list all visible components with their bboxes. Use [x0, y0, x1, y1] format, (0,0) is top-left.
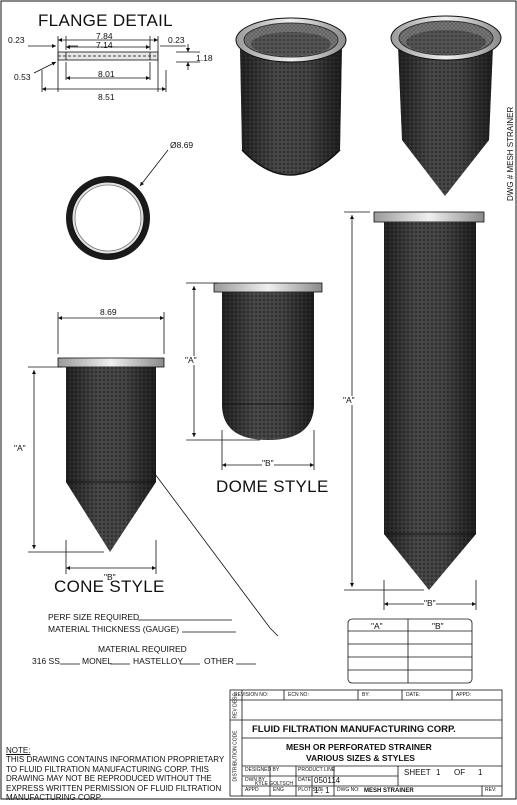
title-block-grid: [229, 689, 503, 797]
dim-ring-diameter: Ø8.69: [170, 140, 194, 150]
flange-detail-title: FLANGE DETAIL: [38, 11, 173, 30]
dim-cone-a: "A": [14, 443, 26, 453]
note-text: THIS DRAWING CONTAINS INFORMATION PROPRI…: [6, 755, 225, 802]
long-cone-drawing: [344, 211, 485, 610]
tb-designed-label: DESIGNED BY: [245, 767, 280, 773]
thickness-label: MATERIAL THICKNESS (GAUGE): [48, 624, 180, 634]
ring-top-view: [66, 149, 169, 260]
dim-top-outer: 7.84: [96, 31, 113, 41]
tb-title-line1: MESH OR PERFORATED STRAINER: [286, 742, 432, 752]
tb-drawn-label: DWN BY: [245, 777, 265, 783]
flange-detail-drawing: [28, 36, 200, 92]
material-option-316ss: 316 SS: [32, 656, 60, 666]
dim-overall: 8.51: [98, 92, 115, 102]
dim-dome-a: "A": [185, 355, 197, 365]
dim-height: 1.18: [196, 53, 213, 63]
perf-size-label: PERF SIZE REQUIRED: [48, 612, 140, 622]
iso-dome-strainer: [235, 17, 347, 176]
tb-revision-no: REVISION NO:: [234, 692, 269, 698]
material-option-monel: MONEL: [82, 656, 113, 666]
tb-company-name: FLUID FILTRATION MANUFACTURING CORP.: [252, 724, 456, 735]
tb-distribution-label: DISTRIBUTION CODE: [232, 730, 239, 782]
ab-table-header-b: "B": [432, 621, 444, 631]
cone-style-drawing: [28, 312, 279, 637]
dim-top-inner: 7.14: [96, 40, 113, 50]
tb-by: BY:: [362, 692, 370, 698]
dome-style-drawing: [186, 282, 323, 470]
side-dwg-label: DWG # MESH STRAINER: [506, 106, 515, 201]
dim-step: 0.53: [14, 72, 31, 82]
tb-scale-value: 1 : 1: [314, 786, 330, 795]
dim-long-b: "B": [424, 598, 436, 608]
tb-drawn-by: KYLE GOLTSCH: [255, 781, 293, 787]
tb-date-label: DATE: [298, 777, 311, 783]
dim-long-a: "A": [343, 395, 355, 405]
ab-table-header-a: "A": [371, 621, 383, 631]
iso-cone-strainer: [390, 15, 502, 196]
dim-dome-b: "B": [262, 458, 274, 468]
tb-ecn-no: ECN NO:: [288, 692, 309, 698]
dim-cone-width: 8.69: [100, 307, 117, 317]
dim-lip-right: 0.23: [168, 35, 185, 45]
dim-lip-left: 0.23: [8, 35, 25, 45]
tb-rev-label: REV:: [485, 787, 497, 793]
ab-table-grid: [347, 618, 473, 684]
material-title: MATERIAL REQUIRED: [98, 644, 187, 654]
requirement-blank-lines: [60, 619, 256, 665]
tb-dwg-no-value: MESH STRAINER: [364, 788, 414, 794]
tb-sheet-total: 1: [478, 768, 483, 777]
tb-rev-desc-label: REV DESC: [232, 692, 239, 719]
tb-product-line-label: PRODUCT LINE: [298, 767, 336, 773]
tb-eng-label: ENG: [273, 787, 284, 793]
tb-plot-size-label: PLOT SIZE: [298, 787, 324, 793]
material-option-hastelloy: HASTELLOY: [133, 656, 184, 666]
dim-cone-b: "B": [104, 572, 116, 582]
tb-appd-label: APPD: [245, 787, 259, 793]
tb-of-label: OF: [454, 768, 466, 777]
tb-date-header: DATE:: [406, 692, 421, 698]
dim-mid: 8.01: [98, 69, 115, 79]
tb-date-value: 050114: [314, 776, 341, 785]
dome-style-title: DOME STYLE: [216, 477, 329, 496]
tb-title-line2: VARIOUS SIZES & STYLES: [306, 753, 415, 763]
tb-sheet-no: 1: [436, 768, 441, 777]
tb-sheet-label: SHEET: [404, 768, 431, 777]
cone-style-title: CONE STYLE: [54, 577, 165, 596]
tb-dwg-no-label: DWG NO:: [337, 787, 360, 793]
note-title: NOTE:: [6, 746, 31, 755]
tb-appd-header: APPD:: [456, 692, 472, 698]
material-option-other: OTHER: [204, 656, 234, 666]
